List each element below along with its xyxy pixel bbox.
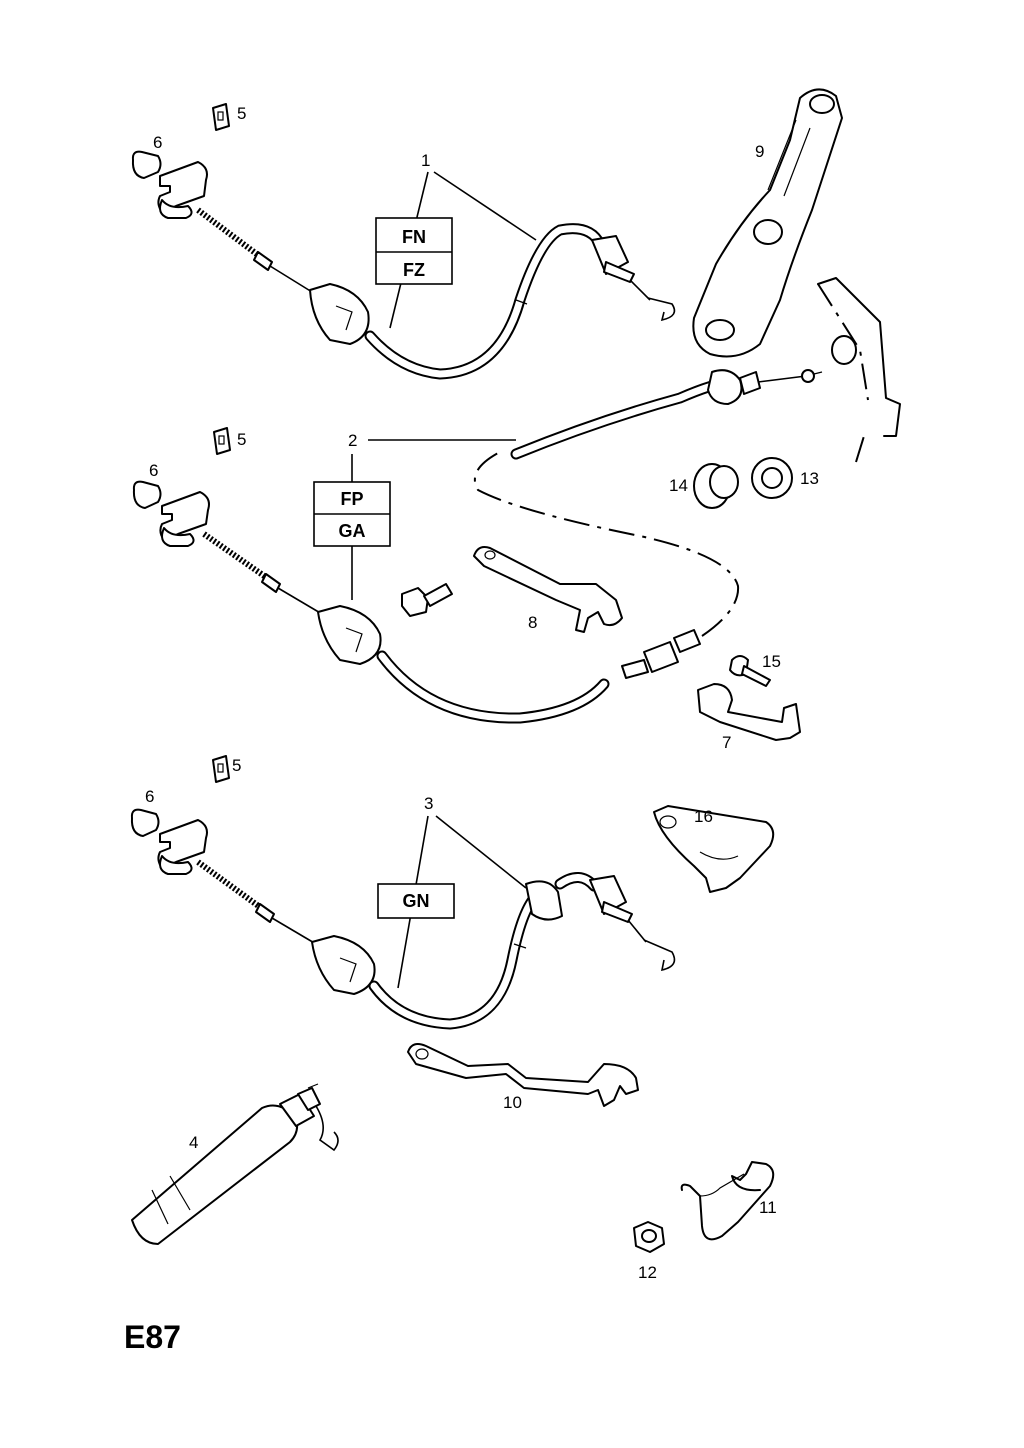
grease-tube-part-4	[131, 1083, 339, 1245]
callout-10: 10	[503, 1093, 522, 1112]
bush-part-14	[693, 463, 739, 509]
callout-3: 3	[424, 794, 433, 813]
variant-box-cable-3: GN	[377, 883, 455, 919]
washer-part-13	[751, 457, 793, 499]
screw-part-15	[729, 655, 771, 687]
callout-7: 7	[722, 733, 731, 752]
callout-4: 4	[189, 1133, 198, 1152]
hex-bolt	[401, 583, 453, 617]
bracket-part-16	[653, 805, 775, 893]
callout-5-mid: 5	[237, 430, 246, 449]
callout-9: 9	[755, 142, 764, 161]
clip-part-6-mid	[132, 480, 210, 547]
clip-part-6-top	[131, 150, 208, 219]
callout-2: 2	[348, 431, 357, 450]
variant-ga: GA	[339, 521, 366, 541]
clip-part-5-mid	[213, 427, 231, 455]
callout-14: 14	[669, 476, 688, 495]
clutch-cable-part-2	[202, 369, 823, 724]
page-code: E87	[124, 1319, 181, 1355]
callout-6-top: 6	[153, 133, 162, 152]
callout-13: 13	[800, 469, 819, 488]
pedal-plate-part-9	[692, 88, 843, 358]
pedal-bracket-outline	[817, 277, 901, 463]
bracket-part-10	[407, 1043, 639, 1107]
variant-box-cable-2: FP GA	[313, 481, 391, 547]
bracket-part-7	[697, 683, 801, 741]
callout-12: 12	[638, 1263, 657, 1282]
callout-6-bottom: 6	[145, 787, 154, 806]
clutch-cable-part-3	[196, 859, 676, 1030]
variant-fn: FN	[402, 227, 426, 247]
callout-5-top: 5	[237, 104, 246, 123]
variant-fz: FZ	[403, 260, 425, 280]
spring-clip-part-11	[680, 1161, 775, 1241]
nut-part-12	[633, 1221, 665, 1253]
clutch-cable-part-1	[196, 207, 676, 380]
callout-15: 15	[762, 652, 781, 671]
clip-part-5-bottom	[212, 755, 230, 783]
bracket-part-8	[473, 546, 623, 633]
callout-1: 1	[421, 151, 430, 170]
callout-11: 11	[759, 1198, 777, 1217]
variant-fp: FP	[340, 489, 363, 509]
callout-8: 8	[528, 613, 537, 632]
callout-16: 16	[694, 807, 713, 826]
callout-6-mid: 6	[149, 461, 158, 480]
clip-part-5-top	[212, 103, 230, 131]
callout-5-bottom: 5	[232, 756, 241, 775]
variant-box-cable-1: FN FZ	[375, 217, 453, 285]
variant-gn: GN	[403, 891, 430, 911]
clip-part-6-bottom	[130, 808, 208, 875]
